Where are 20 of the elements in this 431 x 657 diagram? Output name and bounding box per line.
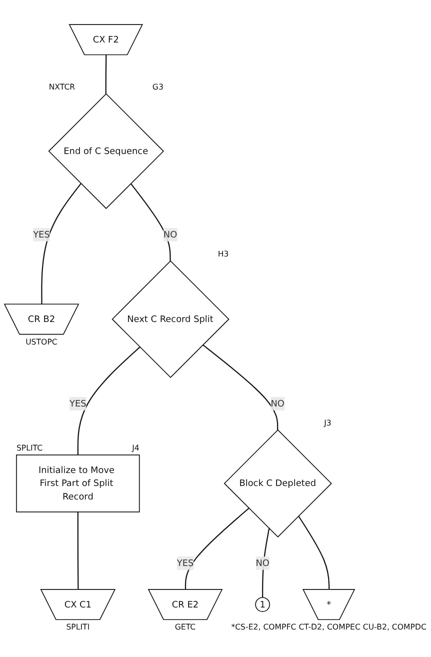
connector [184, 508, 250, 590]
node-circle: 1 [255, 597, 270, 612]
connector [202, 344, 278, 430]
connector [298, 516, 330, 590]
edge-label: NO [163, 229, 178, 240]
connector [77, 346, 140, 455]
edge-label: NO [256, 558, 270, 568]
node-diamond: End of C Sequence [48, 93, 164, 210]
connector [77, 512, 79, 590]
connector [262, 528, 270, 598]
connector [130, 183, 171, 261]
edge-label: NO [270, 398, 284, 409]
edge-label: YES [70, 398, 86, 409]
connector [41, 183, 82, 304]
node-diamond: Block C Depleted [224, 429, 332, 538]
node-box: Initialize to Move First Part of Split Record [16, 454, 140, 512]
edge-label: YES [176, 558, 194, 568]
edge-label: YES [33, 229, 50, 240]
node-diamond: Next C Record Split [112, 260, 230, 378]
connector [105, 55, 107, 94]
